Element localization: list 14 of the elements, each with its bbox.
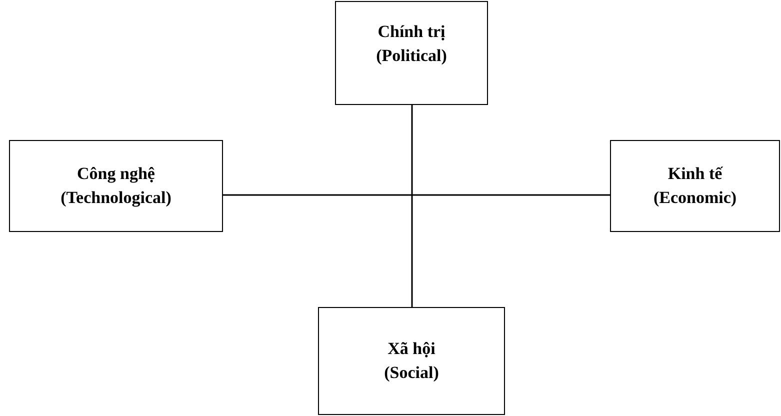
factor-english-name: (Social) [384, 362, 439, 384]
factor-box [318, 307, 505, 415]
factor-name: Kinh tế [668, 163, 722, 185]
factor-name: Công nghệ [77, 163, 155, 185]
connector-line [223, 194, 610, 196]
factor-box [9, 140, 223, 232]
connector-line [411, 105, 413, 307]
factor-english-name: (Economic) [653, 187, 737, 209]
factor-english-name: (Political) [376, 45, 447, 67]
factor-english-name: (Technological) [60, 187, 172, 209]
factor-box [335, 1, 488, 105]
factor-name: Xã hội [388, 338, 436, 360]
factor-box [610, 140, 780, 232]
factor-name: Chính trị [378, 21, 446, 43]
